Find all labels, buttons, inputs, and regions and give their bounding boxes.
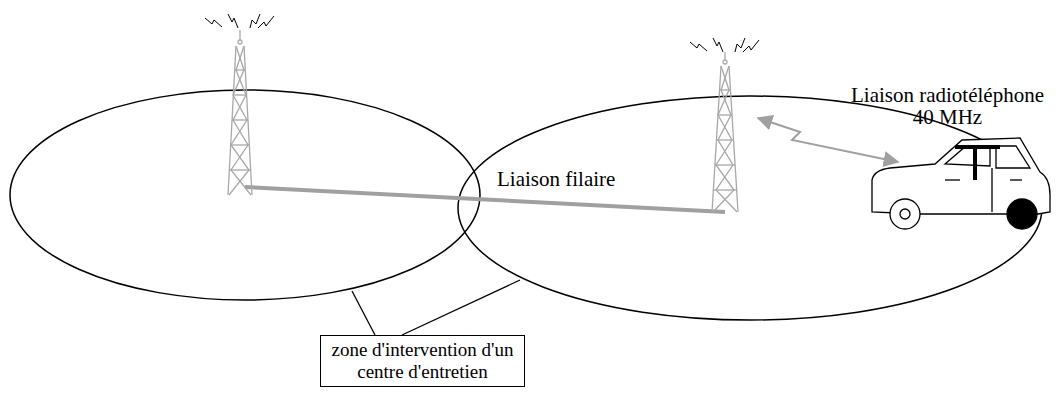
leader-line: [402, 280, 520, 335]
callout-box: zone d'intervention d'un centre d'entret…: [320, 335, 525, 387]
car: [872, 138, 1050, 229]
radio-tower: [228, 30, 252, 195]
radio-waves: [690, 38, 759, 52]
radio-waves: [205, 14, 274, 28]
car-antenna: [955, 147, 1000, 180]
radio-tower: [712, 52, 738, 212]
link-label: Liaison radiotéléphone 40 MHz: [840, 84, 1055, 128]
link-label: Liaison filaire: [497, 168, 615, 190]
wire-link: [245, 187, 725, 212]
callout-text: zone d'intervention d'un centre d'entret…: [327, 339, 518, 383]
leader-line: [352, 291, 375, 335]
radio-link-arrow: [758, 118, 898, 162]
